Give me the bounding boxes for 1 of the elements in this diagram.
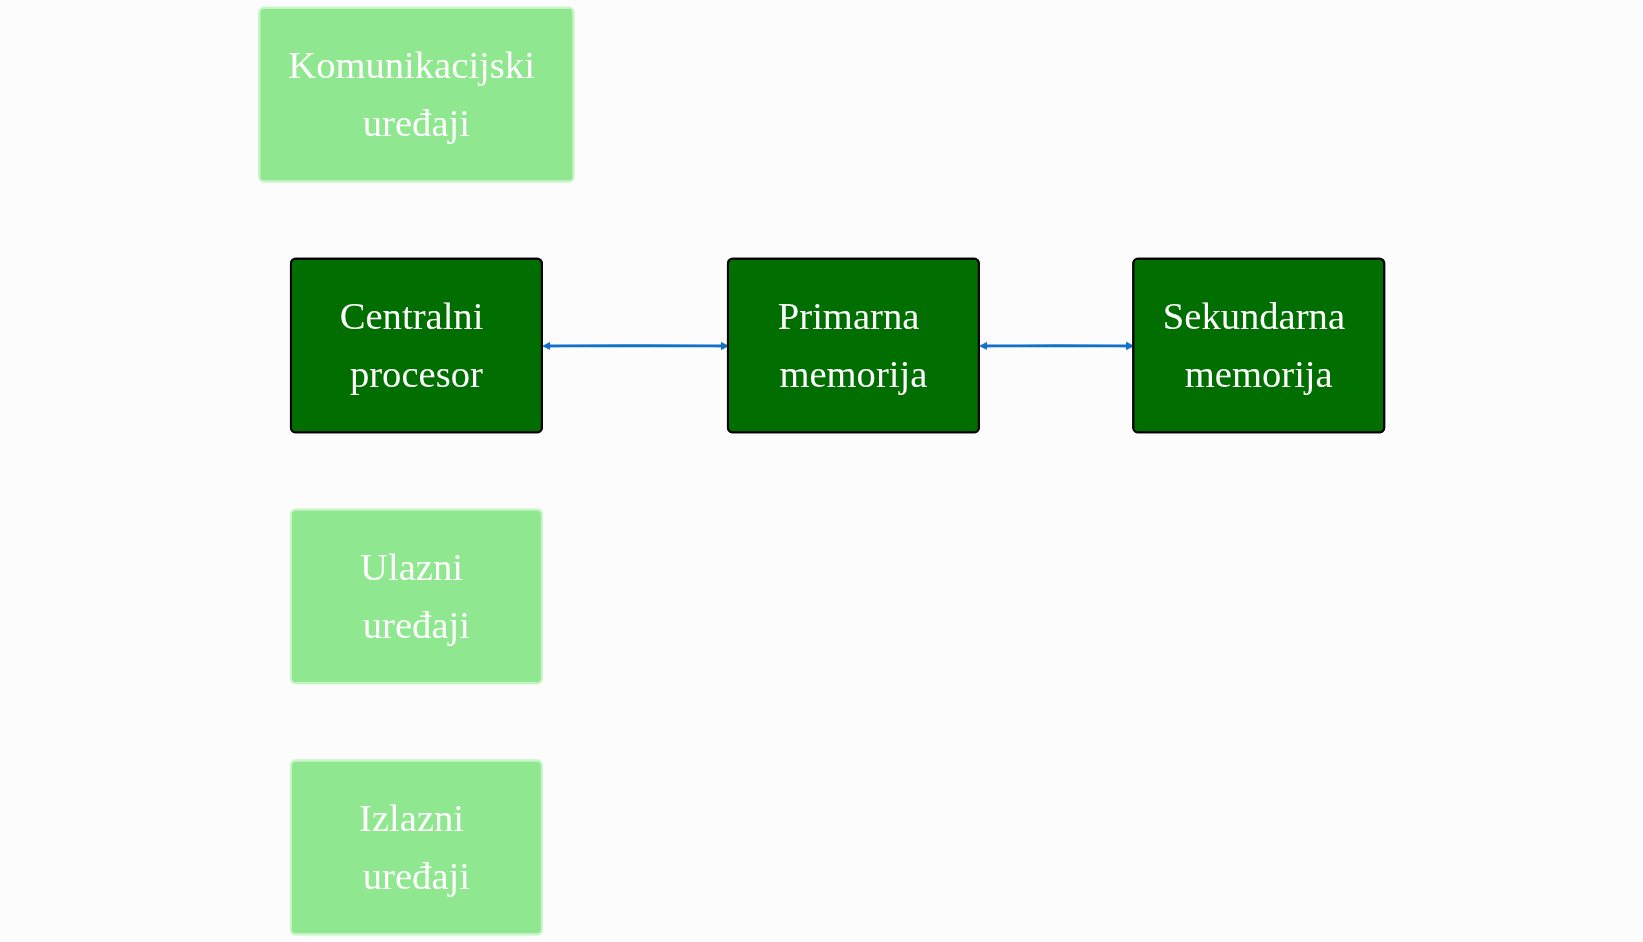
arrow — [979, 341, 1134, 351]
